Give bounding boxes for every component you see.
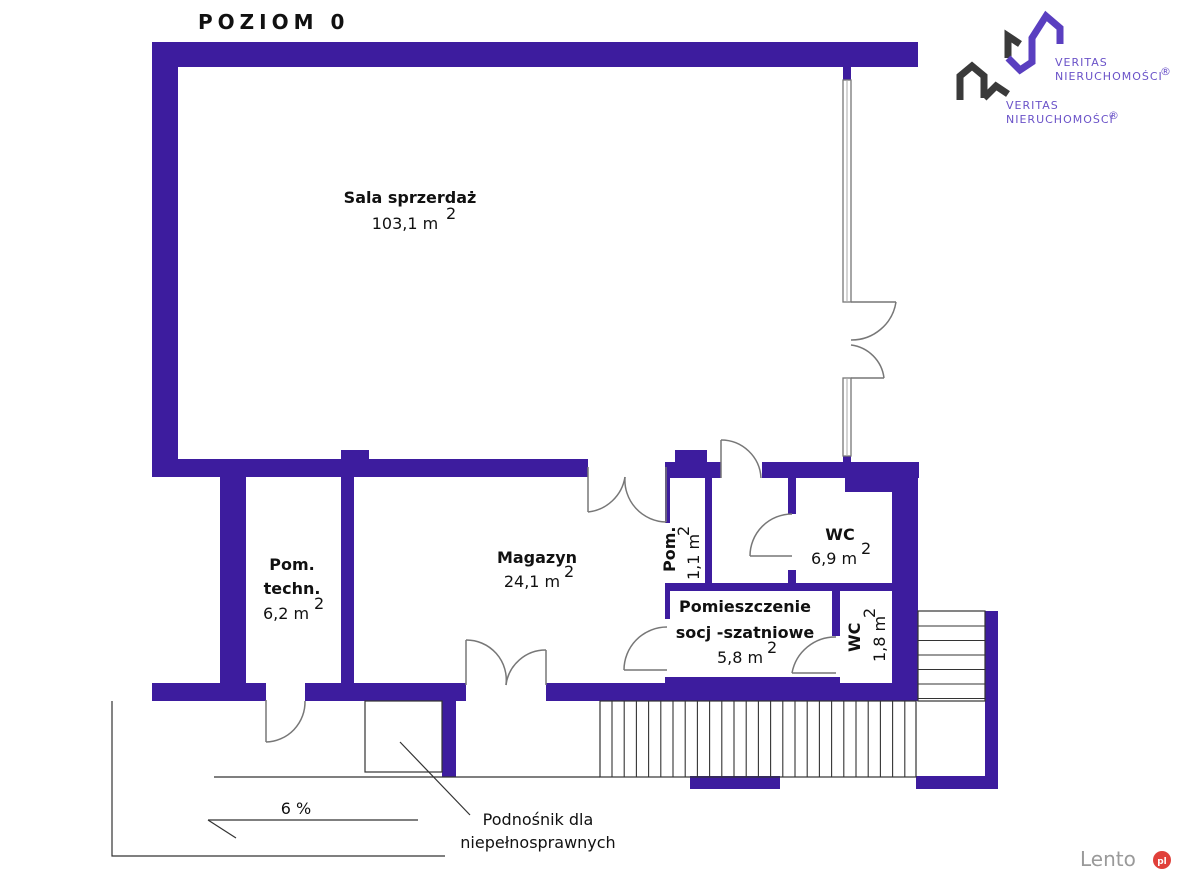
lift-label-line1: Podnośnik dla [483, 810, 594, 829]
unit-sup: 2 [860, 608, 879, 618]
doors [265, 301, 897, 743]
logo-line1-secondary: VERITAS [1006, 99, 1059, 112]
unit-sup: 2 [674, 526, 693, 536]
logo-reg-secondary: ® [1108, 109, 1120, 122]
logo-reg: ® [1160, 65, 1172, 78]
logo-line1: VERITAS [1055, 56, 1108, 69]
walls [152, 42, 998, 789]
veritas-logo-mark [956, 10, 1064, 101]
room-name: Pom. [660, 527, 679, 572]
room-area: 6,2 m [263, 604, 309, 623]
unit-sup: 2 [861, 539, 871, 558]
watermark-badge-text: pl [1157, 857, 1167, 867]
window-strip [842, 79, 852, 457]
room-sala: Sala sprzerdaż 103,1 m 2 [344, 188, 477, 233]
watermark-text: Lento [1080, 847, 1136, 871]
room-area: 24,1 m [504, 572, 560, 591]
room-area: 1,8 m [870, 616, 889, 662]
unit-sup: 2 [446, 204, 456, 223]
room-name: Magazyn [497, 548, 577, 567]
room-pom-techn: Pom. techn. 6,2 m 2 [263, 555, 324, 623]
room-name: WC [825, 525, 854, 544]
room-area: 6,9 m [811, 549, 857, 568]
lift-label-line2: niepełnosprawnych [460, 833, 615, 852]
unit-sup: 2 [564, 562, 574, 581]
room-name-line2: socj -szatniowe [676, 623, 815, 642]
room-wc1: WC 6,9 m 2 [811, 525, 871, 568]
room-pom: Pom. [660, 527, 679, 572]
unit-sup: 2 [314, 594, 324, 613]
stairs-side-treads [918, 625, 985, 700]
room-name-line1: Pom. [269, 555, 314, 574]
lento-watermark: Lento pl [1080, 847, 1171, 871]
veritas-logo: VERITAS NIERUCHOMOŚCI ® VERITAS NIERUCHO… [956, 10, 1172, 126]
room-magazyn: Magazyn 24,1 m 2 [497, 548, 577, 591]
room-socj: Pomieszczenie socj -szatniowe 5,8 m 2 [676, 597, 815, 667]
room-wc2: WC [845, 623, 864, 652]
room-area: 103,1 m [372, 214, 438, 233]
room-pom-area: 1,1 m 2 [674, 526, 703, 580]
room-name-line1: Pomieszczenie [679, 597, 811, 616]
room-area: 5,8 m [717, 648, 763, 667]
room-wc2-area: 1,8 m 2 [860, 608, 889, 662]
logo-line2: NIERUCHOMOŚCI [1055, 70, 1163, 83]
room-area: 1,1 m [684, 534, 703, 580]
unit-sup: 2 [767, 638, 777, 657]
room-name: Sala sprzerdaż [344, 188, 477, 207]
slope-label: 6 % [281, 799, 311, 818]
watermark-badge [1153, 851, 1171, 869]
stairs-side [917, 610, 986, 702]
plan-title: POZIOM 0 [198, 10, 349, 34]
room-name-line2: techn. [264, 579, 321, 598]
logo-line2-secondary: NIERUCHOMOŚCI [1006, 113, 1114, 126]
stairs-front-treads [611, 701, 906, 777]
ramp [111, 700, 600, 857]
room-name: WC [845, 623, 864, 652]
